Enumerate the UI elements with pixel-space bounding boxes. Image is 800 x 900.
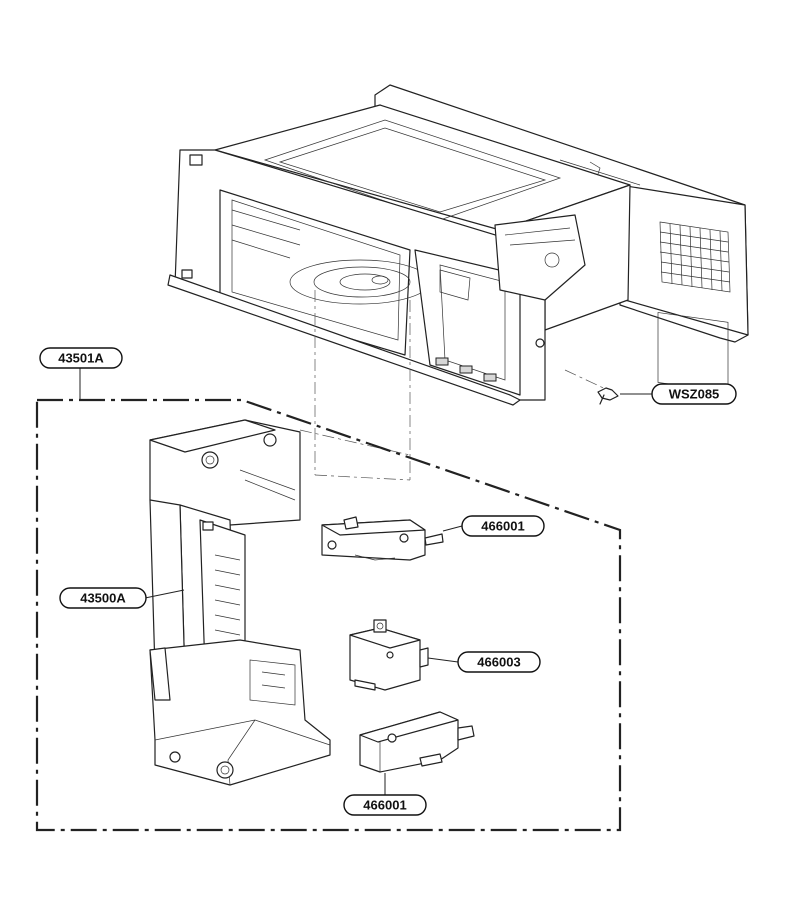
- door-latch-frame-part: [149, 419, 331, 786]
- callout-assembly-label: 43501A: [58, 351, 104, 366]
- callout-screw: WSZ085: [651, 383, 737, 405]
- callout-switch-middle: 466003: [457, 651, 541, 673]
- callout-screw-label: WSZ085: [669, 387, 720, 402]
- screw-part: [597, 387, 619, 405]
- microwave-chassis-drawing: [167, 84, 749, 406]
- assembly-boundary: [35, 398, 622, 832]
- callout-switch-top-label: 466001: [481, 519, 524, 534]
- callout-switch-bottom: 466001: [343, 794, 427, 816]
- callout-switch-bottom-label: 466001: [363, 798, 406, 813]
- switch-bottom-part: [359, 711, 475, 773]
- switch-middle-part: [349, 619, 429, 691]
- callout-switch-middle-label: 466003: [477, 655, 520, 670]
- switch-top-part: [321, 516, 444, 561]
- callout-assembly: 43501A: [39, 347, 123, 369]
- callout-switch-top: 466001: [461, 515, 545, 537]
- callout-door-latch-frame-label: 43500A: [80, 591, 126, 606]
- callout-door-latch-frame: 43500A: [59, 587, 147, 609]
- vent-grille: [659, 221, 731, 293]
